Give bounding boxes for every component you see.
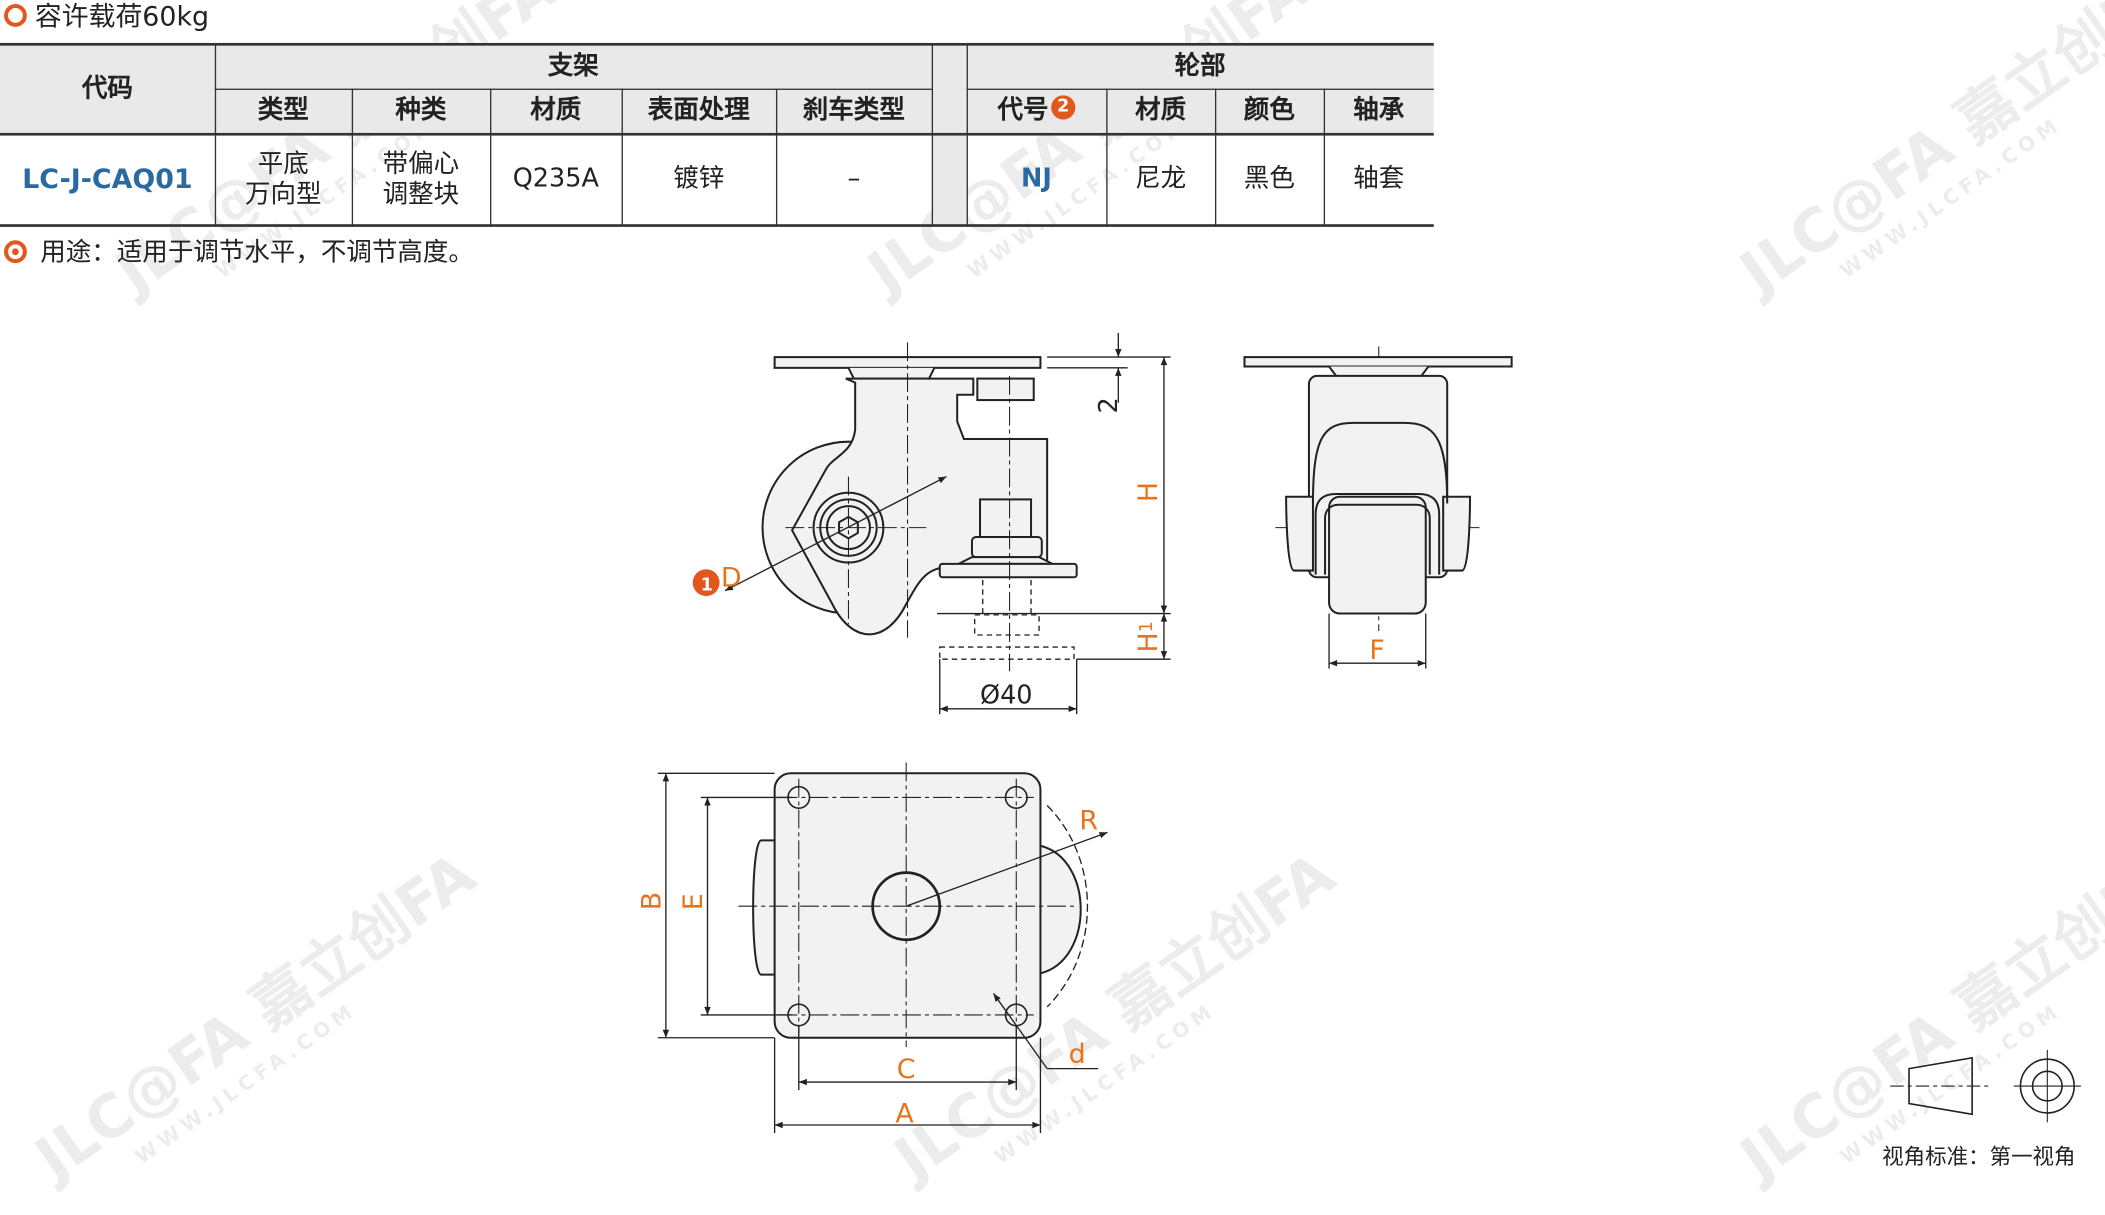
usage-note: 用途：适用于调节水平，不调节高度。 (40, 237, 474, 268)
material-value: Q235A (512, 163, 599, 194)
dim-H: H (1133, 482, 1164, 502)
table-rule (0, 42, 1434, 46)
view-standard-label: 视角标准：第一视角 (1882, 1143, 2076, 1170)
badge-1-icon (692, 569, 720, 597)
dim-E: E (678, 893, 709, 910)
badge-1-text: 1 (701, 576, 713, 596)
col-wheel-color: 颜色 (1214, 88, 1324, 133)
product-code: LC-J-CAQ01 (22, 162, 193, 195)
dim-B: B (637, 892, 668, 910)
table-rule (214, 44, 217, 226)
col-kind: 种类 (351, 88, 491, 133)
surface-value: 镀锌 (673, 163, 725, 194)
type-value: 平底万向型 (215, 133, 352, 226)
type-line: 平底 (257, 148, 309, 178)
table-rule (214, 88, 932, 90)
table-rule (351, 88, 354, 226)
first-angle-projection-icon (1890, 1049, 2081, 1123)
table-rule (931, 44, 934, 226)
table-rule (966, 88, 1434, 90)
table-rule (1106, 88, 1108, 226)
col-wheel-material: 材质 (1106, 88, 1215, 133)
dot-bullet-icon (4, 240, 27, 264)
dim-dia40: Ø40 (980, 680, 1033, 710)
side-view: 1 D 2 H H1 Ø40 (692, 332, 1480, 715)
dim-H1-main: H (1133, 632, 1164, 652)
dim-d: d (1069, 1039, 1086, 1070)
type-line: 万向型 (244, 179, 322, 209)
table-rule (1214, 88, 1217, 226)
code-header: 代码 (0, 44, 215, 133)
dim-F: F (1369, 635, 1384, 666)
col-brake: 刹车类型 (775, 88, 932, 133)
table-rule (1323, 88, 1326, 226)
dim-D: D (721, 563, 742, 594)
kind-line: 调整块 (382, 179, 460, 209)
bracket-header: 支架 (214, 44, 932, 89)
table-rule (0, 224, 1434, 227)
wheel-color-value: 黑色 (1243, 163, 1295, 194)
table-rule (775, 88, 778, 226)
badge-2-icon: 2 (1051, 94, 1076, 119)
dim-H1: H1 (1133, 621, 1164, 652)
wheel-material-value: 尼龙 (1135, 163, 1187, 194)
table-rule (490, 88, 492, 226)
col-material: 材质 (490, 88, 622, 133)
table-rule (621, 88, 623, 226)
dim-2: 2 (1094, 397, 1124, 413)
dim-A: A (895, 1098, 914, 1129)
technical-drawing: 1 D 2 H H1 Ø40 (637, 332, 2081, 1134)
bearing-value: 轴套 (1353, 163, 1405, 194)
table-rule (0, 132, 1434, 136)
brake-value: – (847, 163, 861, 194)
front-view: F (1243, 356, 1513, 669)
ring-bullet-icon (4, 4, 27, 27)
dim-H1-sub: 1 (1137, 621, 1157, 632)
load-title: 容许载荷60kg (34, 0, 210, 33)
dim-R: R (1079, 806, 1098, 837)
col-surface: 表面处理 (621, 88, 776, 133)
col-type: 类型 (214, 88, 352, 133)
col-wheel-code-label: 代号 (997, 95, 1049, 125)
col-bearing: 轴承 (1323, 88, 1434, 133)
kind-value: 带偏心调整块 (352, 133, 490, 226)
dim-C: C (897, 1054, 916, 1085)
table-rule (966, 44, 968, 226)
wheel-code-value: NJ (1020, 163, 1052, 194)
wheel-header: 轮部 (966, 44, 1434, 89)
top-view: B E C A R d (637, 762, 1108, 1134)
kind-line: 带偏心 (382, 148, 460, 178)
